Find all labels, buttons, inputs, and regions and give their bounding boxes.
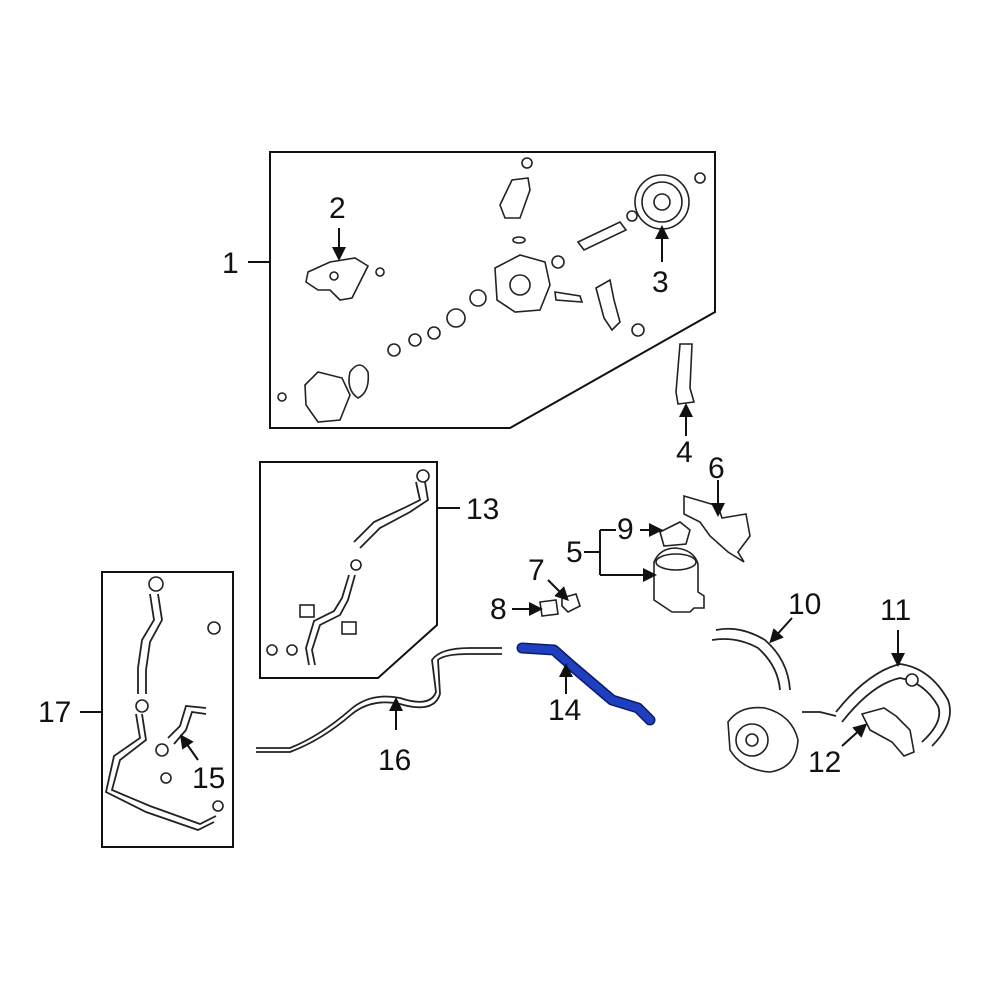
reservoir-cap[interactable] — [659, 521, 691, 547]
suction-hose[interactable] — [715, 627, 791, 691]
pressure-plate — [446, 308, 466, 328]
o-ring-top — [512, 236, 526, 244]
callout-7-leader — [547, 579, 569, 601]
hose-kit-loop — [110, 713, 217, 825]
o-ring-mid — [469, 289, 487, 307]
hose-15[interactable] — [167, 705, 207, 739]
fitting-bolt — [521, 157, 533, 169]
callout-9[interactable]: 9 — [617, 513, 634, 546]
flow-valve — [554, 291, 584, 303]
callout-12-leader — [841, 723, 868, 747]
mount-bracket[interactable] — [675, 343, 696, 405]
hose-kit-clip — [207, 621, 221, 635]
hose-kit-group: 15 17 — [38, 571, 234, 848]
pump-outlet-bracket — [595, 278, 621, 332]
hose-14-highlighted[interactable] — [518, 644, 654, 724]
gasket — [348, 364, 370, 399]
callout-16[interactable]: 16 — [378, 744, 411, 777]
hose-kit-loop-edge — [104, 713, 215, 831]
callout-11[interactable]: 11 — [880, 594, 911, 627]
pressure-tube-edge — [256, 653, 502, 753]
outlet-fitting — [631, 323, 645, 337]
return-hose-group: 13 — [259, 461, 499, 679]
rotor — [427, 326, 441, 340]
callout-3[interactable]: 3 — [652, 266, 669, 299]
callout-10[interactable]: 10 — [788, 588, 821, 621]
hose-kit-clamp-top — [148, 576, 164, 592]
callout-10-leader — [769, 617, 793, 644]
pump-shaft — [576, 220, 628, 252]
callout-8[interactable]: 8 — [490, 593, 507, 626]
callout-6[interactable]: 6 — [708, 452, 725, 485]
hose-kit-clamp-mid — [135, 699, 149, 713]
pressure-tube[interactable] — [256, 647, 502, 749]
pump-fitting — [499, 177, 531, 219]
rear-cover[interactable] — [304, 371, 351, 423]
pressure-hose-group: 11 12 — [727, 594, 951, 779]
hose-kit-frame — [101, 571, 234, 848]
hose-kit-upper — [145, 593, 163, 694]
hose-clamp-d — [286, 644, 298, 656]
hose-clamp-top — [416, 469, 430, 483]
side-plate — [387, 343, 401, 357]
cam-ring — [408, 333, 422, 347]
callout-4[interactable]: 4 — [676, 436, 693, 469]
hose-bracket[interactable] — [860, 707, 915, 757]
hose-clip-b — [341, 621, 357, 635]
bracket-hole — [329, 271, 339, 281]
callout-5[interactable]: 5 — [566, 536, 583, 569]
pump-hub-small — [745, 733, 759, 747]
shaft-seal — [551, 255, 565, 269]
return-hose-upper — [359, 481, 429, 549]
callout-7[interactable]: 7 — [528, 554, 545, 587]
hose-kit-clip-c — [212, 800, 224, 812]
hose-15-clamp — [155, 743, 169, 757]
pressure-hose[interactable] — [835, 663, 951, 747]
callout-2[interactable]: 2 — [329, 192, 346, 225]
pump-port — [509, 274, 531, 296]
snap-ring — [626, 210, 638, 222]
pressure-hose-edge — [841, 677, 941, 743]
cover-bolt — [277, 392, 287, 402]
pressure-line — [802, 711, 837, 717]
return-hose-lower — [311, 574, 356, 666]
pulley-hub — [653, 193, 671, 211]
hose-kit-clip-b — [160, 772, 172, 784]
pump-assembly-frame — [269, 151, 716, 429]
return-hose-frame — [259, 461, 438, 679]
hose-bracket-clip — [905, 673, 919, 687]
callout-1[interactable]: 1 — [222, 247, 239, 280]
hose-kit-upper-edge — [137, 593, 155, 694]
return-hose-upper-edge — [353, 481, 422, 543]
pulley-nut — [694, 172, 706, 184]
callout-15[interactable]: 15 — [192, 762, 225, 795]
clamp-fitting[interactable] — [539, 599, 559, 617]
hose-clamp-c — [266, 644, 278, 656]
grommet[interactable] — [561, 593, 581, 613]
suction-hose-edge — [711, 638, 781, 691]
reservoir-neck — [655, 553, 697, 571]
callout-13[interactable]: 13 — [466, 493, 499, 526]
hose-clamp-mid — [350, 559, 362, 571]
callout-15-leader — [179, 734, 199, 761]
hose-clip-a — [299, 604, 315, 618]
callout-17[interactable]: 17 — [38, 696, 71, 729]
callout-12[interactable]: 12 — [808, 746, 841, 779]
pump-assembly-group: 1 2 3 — [222, 151, 716, 429]
bracket-bolt — [375, 267, 385, 277]
return-hose-lower-edge — [305, 574, 350, 666]
callout-14[interactable]: 14 — [548, 694, 581, 727]
